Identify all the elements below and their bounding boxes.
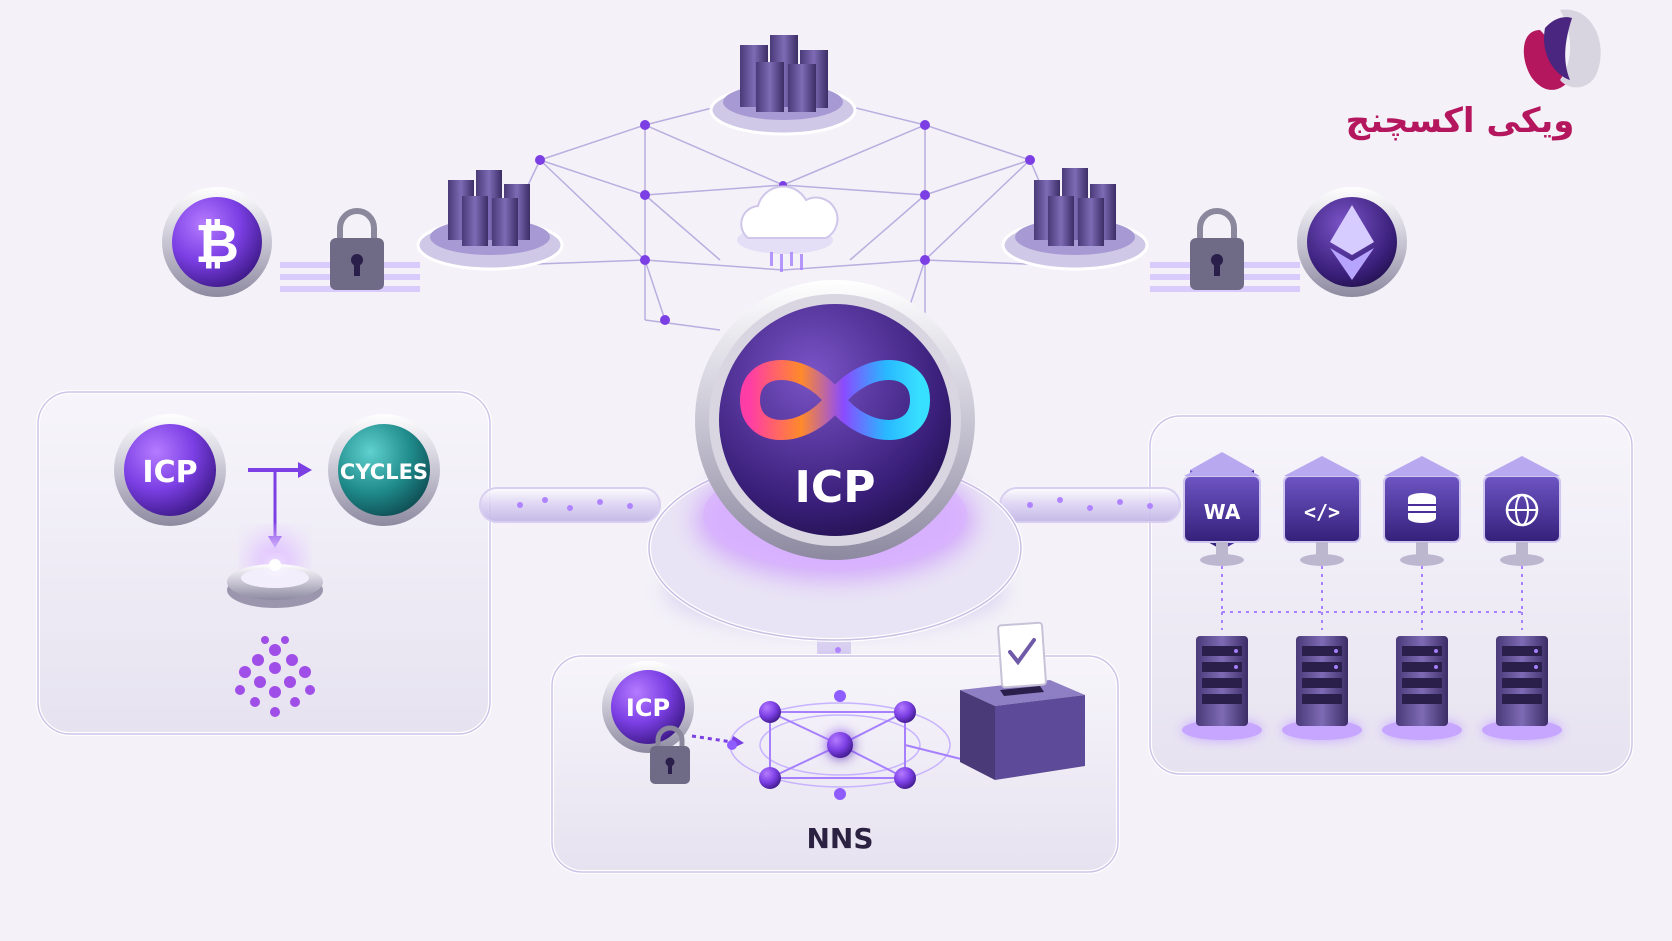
network-mesh	[489, 89, 1076, 331]
cloud-icon	[737, 185, 839, 272]
nns-network	[727, 690, 966, 800]
icp-token-left	[114, 414, 226, 526]
arrow-right-icon	[248, 462, 312, 478]
cube-database-icon	[1383, 456, 1461, 543]
icp-token-left-label: ICP	[142, 455, 197, 490]
app-label-wa: WA	[1204, 500, 1241, 524]
ethereum-icon	[1297, 187, 1407, 297]
pipe-left	[479, 487, 661, 523]
app-cubes	[1183, 452, 1561, 550]
infinity-logo-icon	[740, 360, 930, 440]
server-rack-icon	[1382, 636, 1462, 740]
lock-icon-bottom	[650, 725, 690, 784]
server-rack-icon	[1182, 636, 1262, 740]
particle-burst	[235, 636, 315, 717]
brand-name: ویکی اکسچنج	[1346, 101, 1575, 141]
server-rack-icon	[1282, 636, 1362, 740]
server-cluster-top	[709, 35, 857, 136]
nns-title: NNS	[806, 822, 873, 855]
server-cluster-right	[1001, 168, 1149, 271]
cycles-token	[328, 414, 440, 526]
converter-disc	[227, 534, 323, 608]
app-connectors	[1221, 566, 1523, 630]
ballot-box-icon	[960, 621, 1085, 780]
icp-hub	[647, 280, 1023, 642]
pipe-right	[999, 487, 1181, 523]
lock-icon-right	[1190, 208, 1244, 290]
bitcoin-icon: ₿	[162, 187, 272, 297]
arrow-right-icon	[691, 734, 733, 744]
lock-icon-left	[330, 208, 384, 290]
icp-token-bottom-label: ICP	[626, 694, 670, 722]
svg-text:₿: ₿	[195, 212, 239, 275]
cycles-token-label: CYCLES	[340, 460, 428, 484]
server-cluster-left	[416, 170, 564, 271]
server-rack-icon	[1482, 636, 1562, 740]
brand-logo-icon	[1523, 9, 1601, 90]
app-label-code: </>	[1304, 500, 1340, 524]
cube-stands	[1200, 542, 1544, 566]
server-racks	[1182, 636, 1562, 740]
icp-hub-label: ICP	[795, 462, 876, 513]
